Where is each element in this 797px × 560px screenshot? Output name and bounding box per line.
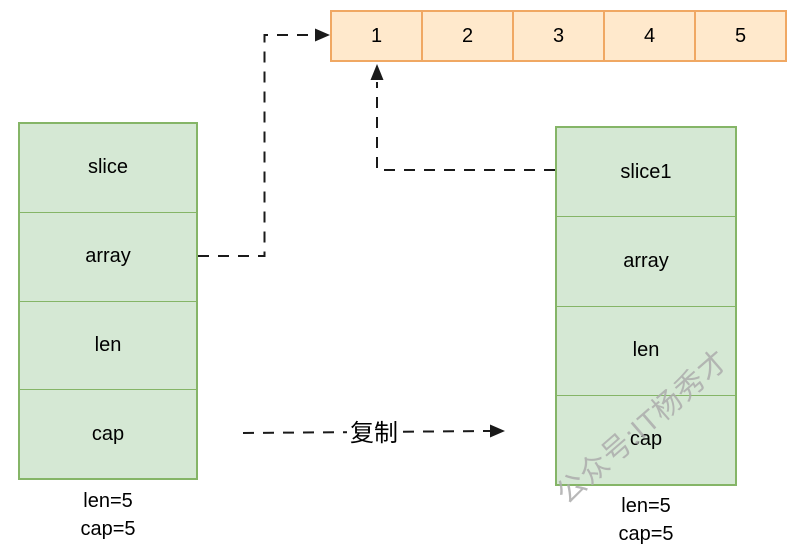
array-cell-5: 5 bbox=[694, 12, 785, 60]
array-cell-1: 1 bbox=[370, 24, 383, 47]
slice-struct-field-array: array bbox=[20, 211, 196, 301]
array-cell-2: 2 bbox=[421, 12, 512, 60]
slice1-struct-field-len: len bbox=[557, 305, 735, 395]
slice1-struct-field-array: array bbox=[557, 216, 735, 305]
slice1-caption-cap: cap=5 bbox=[618, 523, 674, 545]
slice-struct: slice array len cap bbox=[18, 122, 198, 480]
slice1-caption: len=5 cap=5 bbox=[555, 492, 737, 548]
slice-struct-title: slice bbox=[87, 156, 128, 179]
slice-struct-field-cap: cap bbox=[20, 389, 196, 478]
slice-caption-len: len=5 bbox=[83, 490, 133, 512]
slice-struct-field-len: len bbox=[20, 300, 196, 390]
slice1-caption-len: len=5 bbox=[621, 495, 671, 517]
slice-caption: len=5 cap=5 bbox=[18, 487, 198, 543]
array-cell-4: 4 bbox=[603, 12, 694, 60]
backing-array: 1 2 3 4 5 bbox=[330, 10, 787, 62]
slice1-array-pointer-arrow bbox=[370, 64, 555, 171]
slice-array-pointer-arrow bbox=[198, 28, 330, 257]
slice1-struct: slice1 array len cap bbox=[555, 126, 737, 486]
slice-caption-cap: cap=5 bbox=[80, 518, 136, 540]
copy-arrow-label: 复制 bbox=[347, 418, 401, 450]
array-cell-3: 3 bbox=[512, 12, 603, 60]
slice1-struct-title: slice1 bbox=[620, 160, 672, 183]
slice1-struct-field-cap: cap bbox=[557, 394, 735, 484]
